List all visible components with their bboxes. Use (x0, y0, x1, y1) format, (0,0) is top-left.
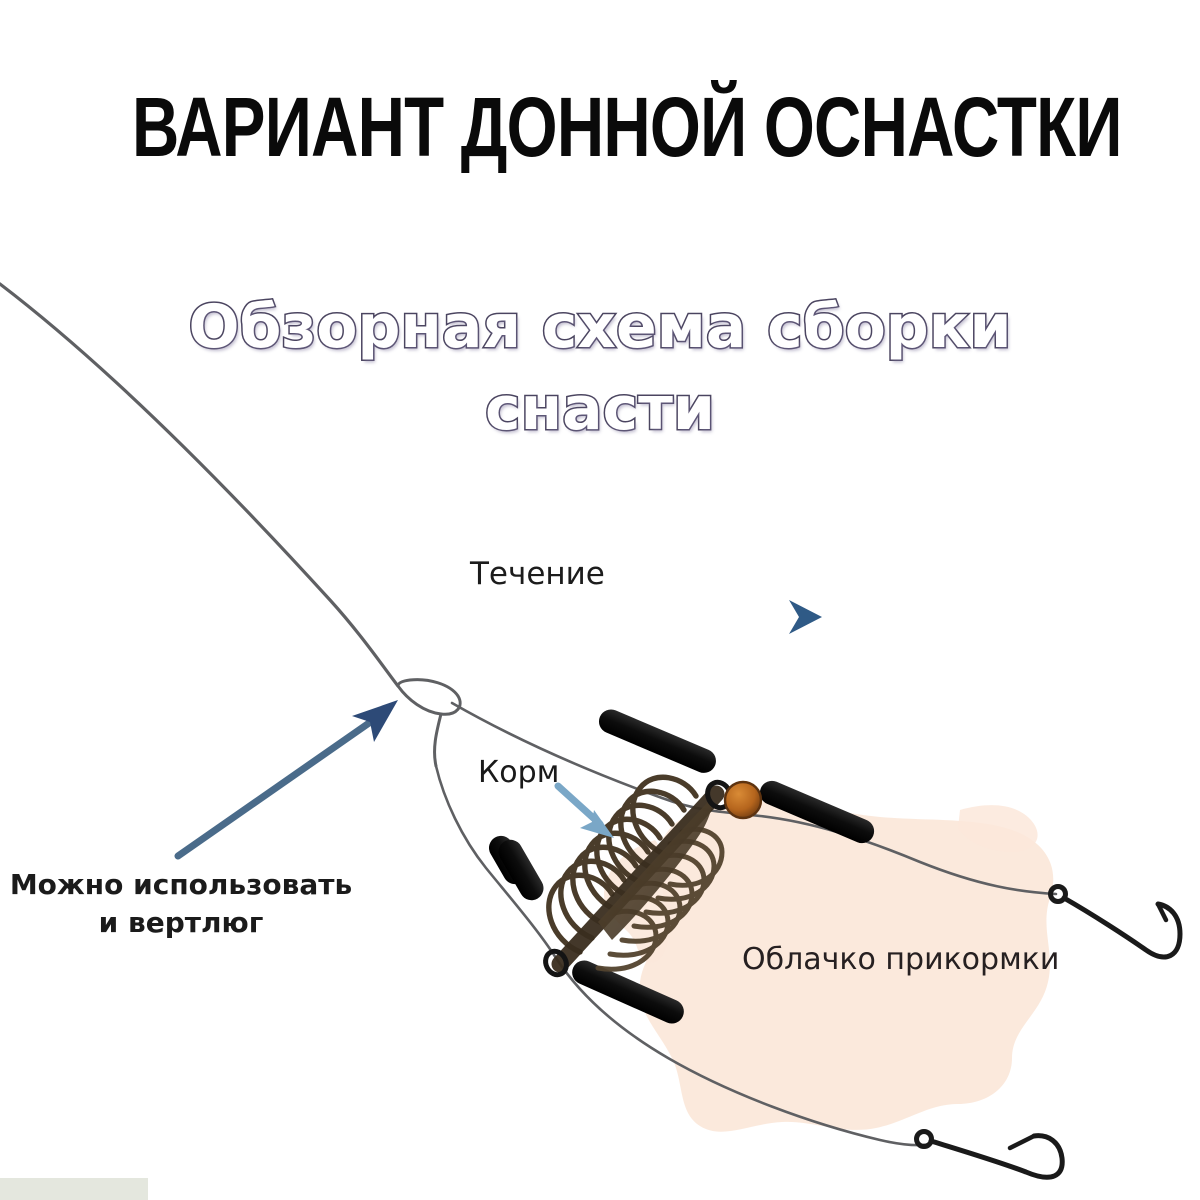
spring-feeder (546, 774, 725, 973)
page-title: ВАРИАНТ ДОННОЙ ОСНАСТКИ (132, 80, 1122, 174)
swivel-pointer-arrow (174, 700, 398, 860)
main-line (0, 282, 400, 688)
hook-lower (914, 1129, 1065, 1180)
page-subtitle: Обзорная схема сборки снасти (180, 286, 1020, 450)
subtitle-line-1: Обзорная схема сборки (187, 291, 1013, 364)
tube-segment-upper-2 (759, 780, 875, 844)
loop-knot (396, 678, 462, 768)
hook-upper (1048, 884, 1183, 960)
tube-segment-lower-2 (572, 960, 684, 1024)
subtitle-line-2: снасти (484, 373, 717, 446)
feed-pointer-arrow (554, 782, 614, 838)
upper-branch-line (450, 701, 1058, 896)
bottom-edge-strip (0, 1178, 148, 1200)
flow-label: Течение (470, 556, 605, 592)
tube-segment-upper-1 (598, 709, 716, 773)
flow-arrow (479, 600, 822, 634)
bead (723, 780, 763, 820)
feed-label: Корм (478, 755, 560, 790)
lower-branch-line (434, 764, 932, 1147)
cloud-label: Облачко прикормки (742, 942, 1060, 977)
swivel-ring-lower (543, 948, 569, 978)
swivel-note-label: Можно использовать и вертлюг (9, 868, 353, 939)
tube-segment-lower-1 (489, 835, 544, 901)
